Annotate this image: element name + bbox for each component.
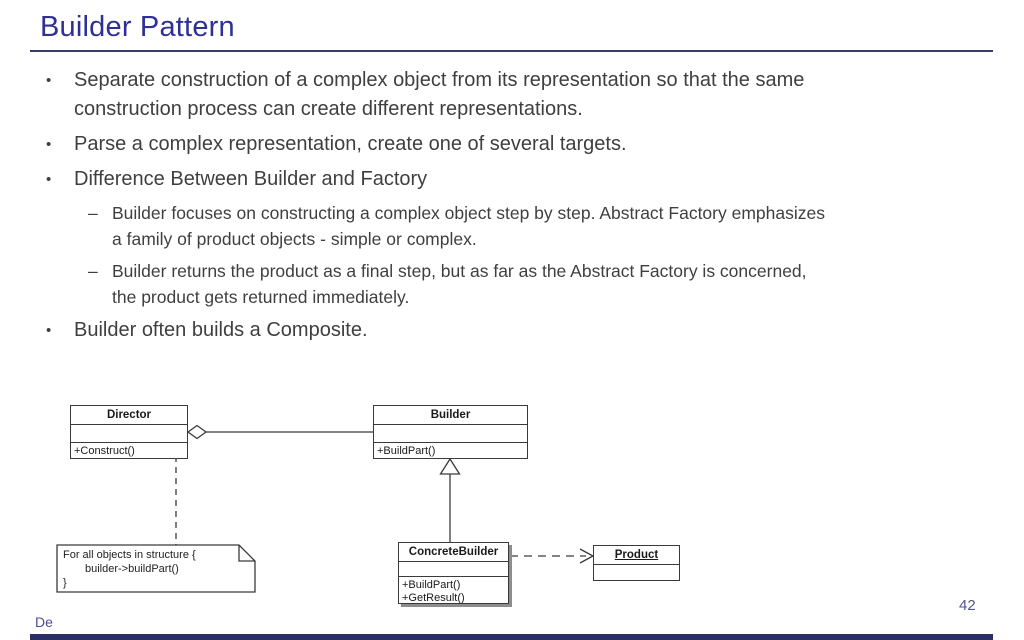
dash-icon: – [88,261,98,281]
aggregation-diamond-icon [186,424,208,440]
bullet-text: Builder often builds a Composite. [74,319,368,341]
bottom-accent-bar [30,634,993,640]
method-label: +BuildPart() [402,579,461,591]
uml-class-diagram: Director +Construct() Builder +BuildPart… [0,390,730,625]
class-box-concrete-builder: ConcreteBuilder +BuildPart() +GetResult(… [398,542,509,604]
bullet-text: a family of product objects - simple or … [112,229,477,249]
note-shape [56,544,256,593]
note-fold-icon [238,545,255,562]
class-name: Product [594,546,679,565]
attributes-compartment [594,565,679,580]
page-title: Builder Pattern [40,11,235,43]
bullet-text: Builder focuses on constructing a comple… [112,203,825,223]
inheritance-triangle-icon [439,457,461,475]
method-label: +GetResult() [402,591,465,604]
method-label: +Construct() [74,445,135,457]
sub-list-item: – Builder returns the product as a final… [88,258,968,310]
class-name: ConcreteBuilder [399,543,508,562]
bullet-text: Separate construction of a complex objec… [74,69,805,91]
bullet-text: Difference Between Builder and Factory [74,168,428,190]
list-item: • Difference Between Builder and Factory [46,165,951,194]
title-divider [30,50,993,52]
class-name: Director [71,406,187,425]
bullet-text: the product gets returned immediately. [112,287,410,307]
list-item: • Separate construction of a complex obj… [46,66,951,124]
attributes-compartment [71,425,187,443]
attributes-compartment [399,562,508,577]
bullet-icon: • [46,136,52,153]
note-line: } [63,577,67,589]
footer-text: De [35,614,53,630]
note-line: builder->buildPart() [85,563,179,575]
page-number: 42 [959,597,976,614]
class-box-builder: Builder +BuildPart() [373,405,528,459]
method-label: +BuildPart() [377,445,436,457]
class-box-director: Director +Construct() [70,405,188,459]
bullet-text: construction process can create differen… [74,98,583,120]
class-box-product: Product [593,545,680,581]
uml-note-text: For all objects in structure { builder->… [63,548,196,590]
dash-icon: – [88,203,98,223]
bullet-text: Parse a complex representation, create o… [74,133,627,155]
bullet-icon: • [46,72,52,89]
bullet-icon: • [46,322,52,339]
note-line: For all objects in structure { [63,549,196,561]
list-item: • Parse a complex representation, create… [46,130,951,159]
bullet-text: Builder returns the product as a final s… [112,261,807,281]
class-name: Builder [374,406,527,425]
bullet-icon: • [46,171,52,188]
sub-list-item: – Builder focuses on constructing a comp… [88,200,968,252]
attributes-compartment [374,425,527,443]
bullet-list: • Separate construction of a complex obj… [46,66,986,351]
list-item: • Builder often builds a Composite. [46,316,951,345]
